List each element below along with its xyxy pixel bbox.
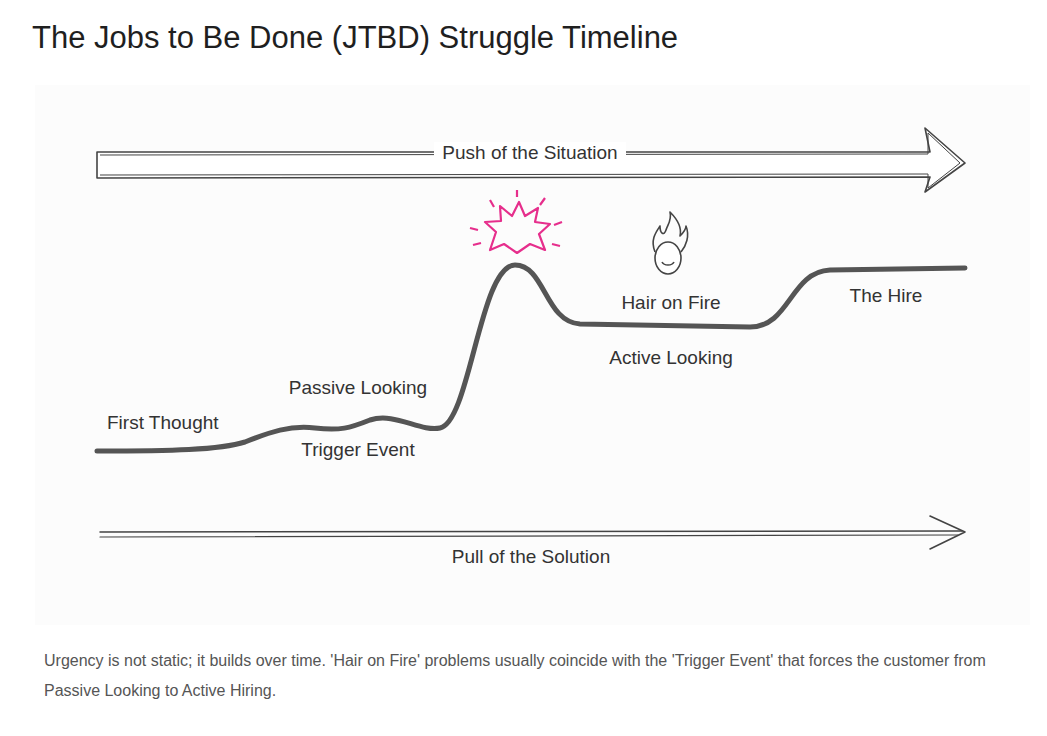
stage-label: The Hire [850,285,923,307]
arrow-label: Push of the Situation [434,142,625,164]
trigger-burst [470,190,562,253]
diagram-caption: Urgency is not static; it builds over ti… [44,646,1019,706]
push-arrow [97,128,965,192]
pull-arrow [100,516,965,549]
arrow-label: Pull of the Solution [452,546,610,568]
hair-on-fire-icon [653,212,688,274]
stage-label: Active Looking [609,347,733,369]
stage-label: Hair on Fire [621,292,720,314]
stage-label: First Thought [107,412,219,434]
panel-ground [35,85,1030,625]
stage-label: Passive Looking [289,377,427,399]
stage-label: Trigger Event [301,439,414,461]
struggle-curve [97,265,965,451]
diagram-title: The Jobs to Be Done (JTBD) Struggle Time… [32,20,678,56]
